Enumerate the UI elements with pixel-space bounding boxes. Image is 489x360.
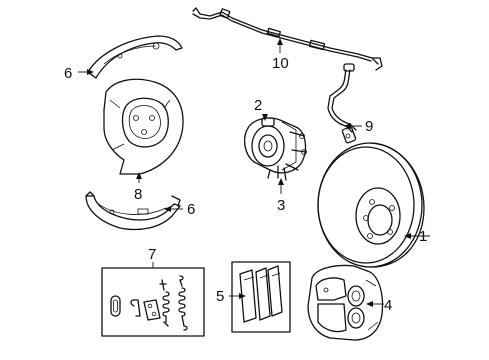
brake-pad-set <box>231 261 291 333</box>
hub-bearing-assembly <box>243 117 307 181</box>
callout-6-upper: 6 <box>64 65 72 82</box>
brake-wear-sensor-harness <box>192 7 383 71</box>
brake-rotor <box>317 142 425 268</box>
parking-brake-shoe-upper <box>87 35 183 79</box>
callout-6-lower: 6 <box>187 201 195 218</box>
callout-9: 9 <box>365 118 373 135</box>
callout-4: 4 <box>384 297 392 314</box>
wheel-speed-sensor <box>327 63 357 144</box>
callout-5: 5 <box>216 288 224 305</box>
callout-7: 7 <box>148 246 156 263</box>
callout-2: 2 <box>254 97 262 114</box>
brake-caliper <box>307 264 384 341</box>
brake-backing-plate <box>103 78 184 175</box>
callout-8: 8 <box>134 186 142 203</box>
callout-3: 3 <box>277 197 285 214</box>
parking-brake-shoe-lower <box>85 191 181 231</box>
callout-10: 10 <box>272 55 289 72</box>
leader-lines <box>78 38 430 307</box>
callout-1: 1 <box>419 228 427 245</box>
brake-hardware-kit <box>101 267 205 337</box>
